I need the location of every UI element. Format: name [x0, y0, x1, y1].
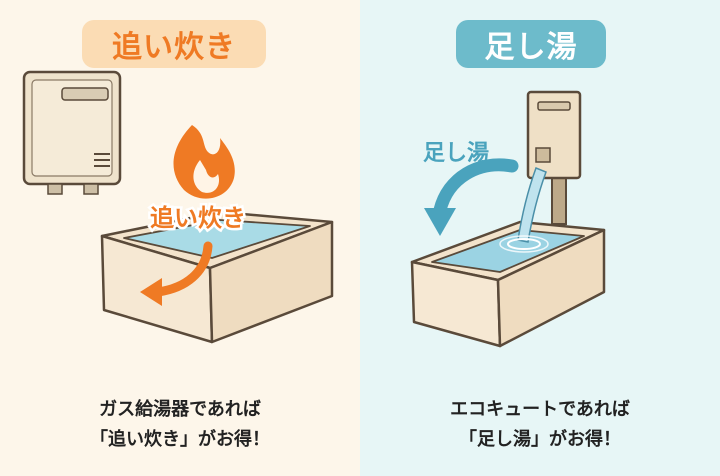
left-caption-line2: 「追い炊き」がお得！: [90, 429, 270, 450]
add-water-arrow-label: 足し湯: [423, 141, 489, 166]
right-title-badge: 足し湯: [456, 20, 606, 68]
left-title: 追い炊き: [112, 30, 236, 65]
reheat-arrow-icon: [140, 241, 213, 306]
left-caption-line1: ガス給湯器であれば: [99, 399, 261, 420]
water-stream-icon: [499, 167, 549, 253]
right-caption-line1: エコキュートであれば: [450, 399, 630, 420]
right-title: 足し湯: [484, 30, 578, 65]
flame-icon: [173, 125, 235, 199]
bathtub-right-icon: [410, 220, 606, 348]
eco-water-heater-icon: [526, 90, 582, 225]
bath-reheat-label: 追い炊き: [150, 204, 246, 232]
add-water-arrow-icon: [424, 158, 519, 236]
left-title-badge: 追い炊き: [82, 20, 266, 68]
right-caption: エコキュートであれば 「足し湯」がお得！: [360, 395, 720, 455]
right-caption-line2: 「足し湯」がお得！: [459, 429, 621, 450]
gas-water-heater-icon: [22, 70, 122, 195]
left-caption: ガス給湯器であれば 「追い炊き」がお得！: [0, 395, 360, 455]
